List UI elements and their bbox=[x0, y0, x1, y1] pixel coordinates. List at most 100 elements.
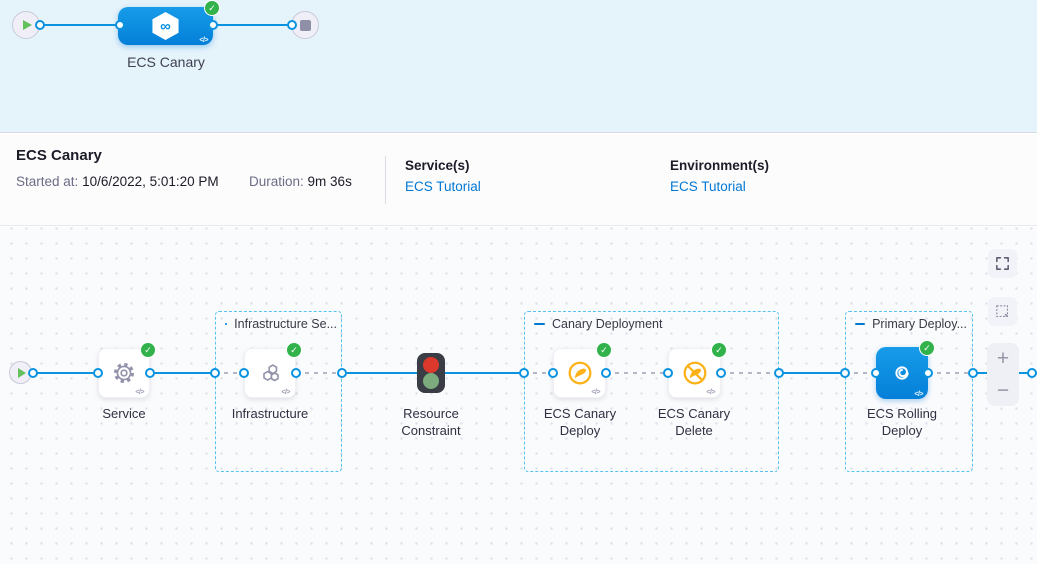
environments-section: Environment(s) ECS Tutorial bbox=[670, 158, 769, 196]
connector-line bbox=[779, 372, 845, 374]
zoom-in-button[interactable]: + bbox=[996, 347, 1010, 371]
code-icon: </> bbox=[135, 389, 144, 396]
traffic-light-red-icon bbox=[423, 357, 439, 373]
connector-dot bbox=[663, 368, 673, 378]
services-label: Service(s) bbox=[405, 158, 470, 173]
started-at-value: 10/6/2022, 5:01:20 PM bbox=[82, 174, 219, 189]
stage-node-ecs-canary[interactable]: ∞ ✓ </> bbox=[118, 0, 220, 45]
stage-execution-banner: ∞ ✓ </> ECS Canary bbox=[0, 0, 1037, 133]
collapse-icon[interactable] bbox=[855, 322, 866, 326]
canary-delete-icon bbox=[683, 361, 706, 385]
connector-dot bbox=[1027, 368, 1037, 378]
dashed-connector-line bbox=[606, 372, 668, 374]
dashed-connector-line bbox=[215, 372, 244, 374]
step-label: ECS Rolling Deploy bbox=[866, 406, 938, 438]
play-icon bbox=[17, 367, 26, 378]
connector-dot bbox=[601, 368, 611, 378]
execution-title: ECS Canary bbox=[16, 147, 102, 164]
step-node-service[interactable]: ✓ </> bbox=[98, 342, 156, 398]
infrastructure-hexagons-icon bbox=[263, 364, 279, 382]
environments-label: Environment(s) bbox=[670, 158, 770, 173]
connector-line bbox=[150, 372, 215, 374]
started-at-label: Started at: bbox=[16, 174, 79, 189]
services-link[interactable]: ECS Tutorial bbox=[405, 179, 481, 194]
step-node-ecs-canary-deploy[interactable]: ✓ </> bbox=[553, 342, 612, 398]
zoom-out-button[interactable]: − bbox=[996, 378, 1010, 402]
connector-dot bbox=[923, 368, 933, 378]
rolling-deploy-icon bbox=[895, 366, 909, 380]
success-check-icon: ✓ bbox=[204, 0, 220, 16]
group-box-infrastructure bbox=[215, 311, 342, 472]
code-icon: </> bbox=[706, 389, 715, 396]
connector-dot bbox=[871, 368, 881, 378]
divider bbox=[385, 156, 386, 204]
group-label-infrastructure: Infrastructure Se... bbox=[225, 317, 337, 331]
services-section: Service(s) ECS Tutorial bbox=[405, 158, 481, 196]
success-check-icon: ✓ bbox=[919, 340, 935, 356]
group-box-canary-deployment bbox=[524, 311, 779, 472]
success-check-icon: ✓ bbox=[596, 342, 612, 358]
step-label: Resource Constraint bbox=[401, 406, 461, 438]
connector-line bbox=[40, 24, 120, 26]
connector-dot bbox=[291, 368, 301, 378]
step-label: ECS Canary Deploy bbox=[543, 406, 617, 438]
stage-node-label: ECS Canary bbox=[127, 54, 205, 70]
success-check-icon: ✓ bbox=[286, 342, 302, 358]
canary-icon bbox=[568, 361, 591, 385]
connector-dot bbox=[968, 368, 978, 378]
connector-dot bbox=[93, 368, 103, 378]
group-label-text: Infrastructure Se... bbox=[234, 317, 337, 331]
selection-mode-button[interactable] bbox=[988, 297, 1017, 326]
fit-to-screen-button[interactable] bbox=[988, 249, 1017, 278]
group-label-text: Primary Deploy... bbox=[872, 317, 967, 331]
connector-dot bbox=[208, 20, 218, 30]
duration: Duration: 9m 36s bbox=[249, 174, 352, 189]
environments-link[interactable]: ECS Tutorial bbox=[670, 179, 746, 194]
started-at: Started at: 10/6/2022, 5:01:20 PM bbox=[16, 174, 219, 189]
connector-dot bbox=[519, 368, 529, 378]
group-label-canary-deployment: Canary Deployment bbox=[534, 317, 662, 331]
step-label: ECS Canary Delete bbox=[657, 406, 731, 438]
dashed-connector-line bbox=[845, 372, 876, 374]
resource-constraint-node[interactable] bbox=[417, 353, 445, 393]
graph-start-node[interactable] bbox=[9, 361, 32, 384]
dashed-connector-line bbox=[928, 372, 973, 374]
dashed-connector-line bbox=[296, 372, 342, 374]
dashed-connector-line bbox=[524, 372, 553, 374]
code-icon: </> bbox=[914, 391, 923, 398]
duration-label: Duration: bbox=[249, 174, 304, 189]
traffic-light-green-icon bbox=[423, 373, 439, 389]
collapse-icon[interactable] bbox=[225, 322, 228, 326]
step-node-ecs-canary-delete[interactable]: ✓ </> bbox=[668, 342, 727, 398]
connector-dot bbox=[716, 368, 726, 378]
connector-dot bbox=[548, 368, 558, 378]
connector-dot bbox=[337, 368, 347, 378]
collapse-icon[interactable] bbox=[534, 322, 545, 326]
step-node-ecs-rolling-deploy[interactable]: ✓ </> bbox=[876, 340, 935, 399]
connector-dot bbox=[115, 20, 125, 30]
pipeline-hexagon-icon: ∞ bbox=[152, 12, 179, 40]
step-label: Infrastructure bbox=[231, 406, 309, 421]
connector-dot bbox=[840, 368, 850, 378]
code-icon: </> bbox=[199, 37, 208, 44]
dashed-connector-line bbox=[721, 372, 779, 374]
step-node-infrastructure[interactable]: ✓ </> bbox=[244, 342, 302, 398]
gear-icon bbox=[113, 362, 135, 384]
connector-line bbox=[31, 372, 98, 374]
play-icon bbox=[23, 20, 32, 30]
connector-dot bbox=[239, 368, 249, 378]
connector-dot bbox=[35, 20, 45, 30]
connector-dot bbox=[210, 368, 220, 378]
expand-icon bbox=[996, 257, 1009, 270]
group-box-primary-deployment bbox=[845, 311, 973, 472]
connector-line bbox=[213, 24, 292, 26]
group-label-text: Canary Deployment bbox=[552, 317, 663, 331]
execution-graph-canvas[interactable]: Infrastructure Se... Canary Deployment P… bbox=[0, 227, 1037, 564]
connector-dot bbox=[145, 368, 155, 378]
code-icon: </> bbox=[281, 389, 290, 396]
group-label-primary-deployment: Primary Deploy... bbox=[855, 317, 967, 331]
duration-value: 9m 36s bbox=[307, 174, 352, 189]
zoom-controls: + − bbox=[987, 343, 1019, 406]
success-check-icon: ✓ bbox=[140, 342, 156, 358]
connector-dot bbox=[774, 368, 784, 378]
